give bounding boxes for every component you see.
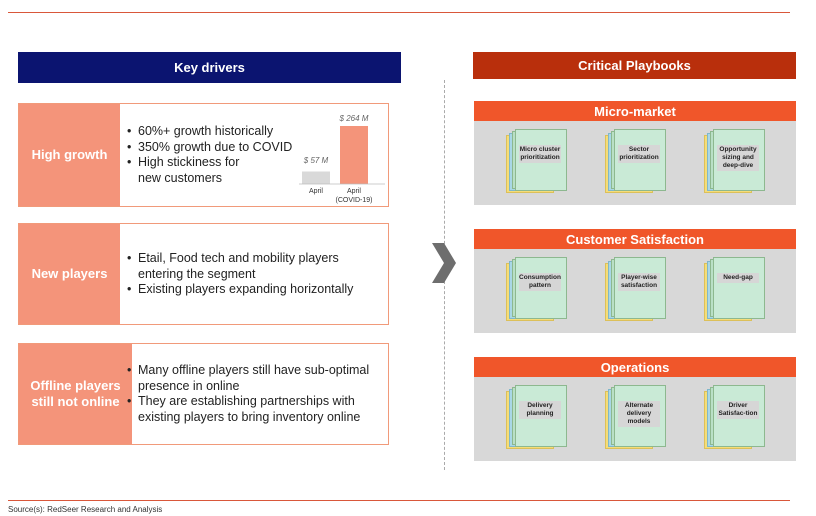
document-stack-icon: Sector prioritization [605,129,667,193]
bar-category-label: (COVID-19) [336,197,373,204]
bullet: 60%+ growth historically [127,124,307,140]
playbook-customer-satisfaction: Consumption pattern Player-wise satisfac… [474,249,796,333]
driver-label: Offline players still not online [19,344,132,444]
playbook-item: Alternate delivery models [618,401,660,427]
bottom-rule [8,500,790,501]
bar-category-label: April [309,188,323,195]
bullet: They are establishing partnerships with … [127,394,377,425]
playbook-item: Consumption pattern [519,273,561,291]
driver-offline-players: Offline players still not online Many of… [18,343,389,445]
driver-bullets: Etail, Food tech and mobility players en… [127,251,372,298]
playbook-title: Micro-market [474,101,796,121]
driver-new-players: New players Etail, Food tech and mobilit… [18,223,389,325]
chevron-right-icon [432,243,456,283]
document-stack-icon: Opportunity sizing and deep-dive [704,129,766,193]
playbook-micro-market: Micro cluster prioritization Sector prio… [474,121,796,205]
bullet: High stickiness for new customers [127,155,258,186]
bar-category-label: April [347,188,361,195]
critical-playbooks-title: Critical Playbooks [578,58,691,73]
driver-high-growth: High growth 60%+ growth historically 350… [18,103,389,207]
document-stack-icon: Driver Satisfac-tion [704,385,766,449]
bullet: 350% growth due to COVID [127,140,307,156]
playbook-item: Delivery planning [519,401,561,419]
document-stack-icon: Player-wise satisfaction [605,257,667,321]
bullet: Existing players expanding horizontally [127,282,372,298]
playbook-item: Player-wise satisfaction [618,273,660,291]
bar-value-label: $ 264 M [339,114,369,123]
playbook-title: Customer Satisfaction [474,229,796,249]
driver-label: New players [19,224,120,324]
playbook-item: Driver Satisfac-tion [717,401,759,419]
document-stack-icon: Consumption pattern [506,257,568,321]
playbook-item: Sector prioritization [618,145,660,163]
document-stack-icon: Alternate delivery models [605,385,667,449]
driver-label: High growth [19,104,120,206]
document-stack-icon: Delivery planning [506,385,568,449]
bullet: Many offline players still have sub-opti… [127,363,377,394]
driver-bullets: Many offline players still have sub-opti… [127,363,377,425]
playbook-title: Operations [474,357,796,377]
driver-bullets: 60%+ growth historically 350% growth due… [127,124,307,186]
playbook-item: Need-gap [717,273,759,283]
top-rule [8,12,790,13]
playbook-item: Micro cluster prioritization [519,145,561,163]
critical-playbooks-header: Critical Playbooks [473,52,796,79]
document-stack-icon: Micro cluster prioritization [506,129,568,193]
bar-april [302,171,330,184]
playbook-operations: Delivery planning Alternate delivery mod… [474,377,796,461]
playbook-item: Opportunity sizing and deep-dive [717,145,759,171]
growth-mini-chart: $ 57 M $ 264 M April April (COVID-19) [299,114,385,204]
key-drivers-header: Key drivers [18,52,401,83]
bar-april-covid [340,126,368,184]
source-note: Source(s): RedSeer Research and Analysis [8,505,163,514]
key-drivers-title: Key drivers [174,60,245,75]
document-stack-icon: Need-gap [704,257,766,321]
bar-value-label: $ 57 M [303,156,329,165]
bullet: Etail, Food tech and mobility players en… [127,251,372,282]
